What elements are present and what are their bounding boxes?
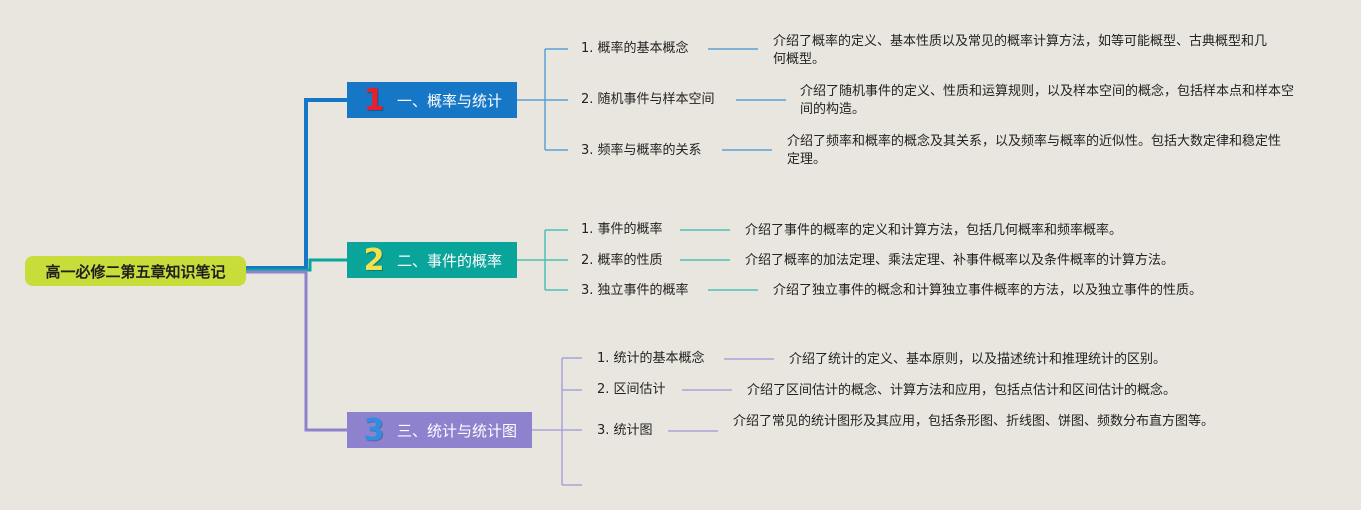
topic-description: 介绍了概率的定义、基本性质以及常见的概率计算方法，如等可能概型、古典概型和几何概… [773, 34, 1268, 67]
branch-title: 二、事件的概率 [397, 251, 503, 270]
connector-root-branch3 [246, 270, 347, 432]
topic-description: 介绍了常见的统计图形及其应用，包括条形图、折线图、饼图、频数分布直方图等。 [733, 414, 1215, 429]
topic-node[interactable]: 1. 事件的概率 [581, 222, 663, 237]
branch-node-2[interactable]: 2 二、事件的概率 [347, 242, 517, 278]
branch-title: 一、概率与统计 [397, 91, 503, 110]
connector-branch3-topics [532, 357, 582, 486]
branch-title: 三、统计与统计图 [397, 421, 518, 440]
topic-description: 介绍了随机事件的定义、性质和运算规则，以及样本空间的概念，包括样本点和样本空间的… [800, 84, 1295, 117]
connector-branch1-topics [517, 48, 568, 151]
topic-node[interactable]: 3. 统计图 [597, 423, 653, 438]
connector-branch2-topics [517, 229, 568, 291]
topic-node[interactable]: 1. 概率的基本概念 [581, 41, 689, 56]
topic-description: 介绍了概率的加法定理、乘法定理、补事件概率以及条件概率的计算方法。 [745, 253, 1175, 268]
topic-node[interactable]: 2. 区间估计 [597, 382, 666, 397]
topic-description: 介绍了频率和概率的概念及其关系，以及频率与概率的近似性。包括大数定律和稳定性定理… [787, 134, 1282, 167]
topic-node[interactable]: 2. 概率的性质 [581, 253, 663, 268]
topic-node[interactable]: 3. 独立事件的概率 [581, 283, 689, 298]
topic-description: 介绍了事件的概率的定义和计算方法，包括几何概率和频率概率。 [745, 223, 1123, 238]
branch-node-3[interactable]: 3 三、统计与统计图 [347, 412, 532, 448]
topic-node[interactable]: 3. 频率与概率的关系 [581, 143, 702, 158]
topic-description: 介绍了统计的定义、基本原则，以及描述统计和推理统计的区别。 [789, 352, 1167, 367]
branch-number: 2 [363, 242, 385, 278]
branch-number: 1 [363, 82, 385, 118]
topic-description: 介绍了区间估计的概念、计算方法和应用，包括点估计和区间估计的概念。 [747, 383, 1177, 398]
branch-node-1[interactable]: 1 一、概率与统计 [347, 82, 517, 118]
topic-node[interactable]: 2. 随机事件与样本空间 [581, 92, 715, 107]
topic-description: 介绍了独立事件的概念和计算独立事件概率的方法，以及独立事件的性质。 [773, 283, 1203, 298]
topic-node[interactable]: 1. 统计的基本概念 [597, 351, 705, 366]
connector-root-branch2 [246, 258, 347, 272]
root-node[interactable]: 高一必修二第五章知识笔记 [25, 256, 246, 286]
connector-root-branch1 [246, 98, 347, 270]
branch-number: 3 [363, 412, 385, 448]
